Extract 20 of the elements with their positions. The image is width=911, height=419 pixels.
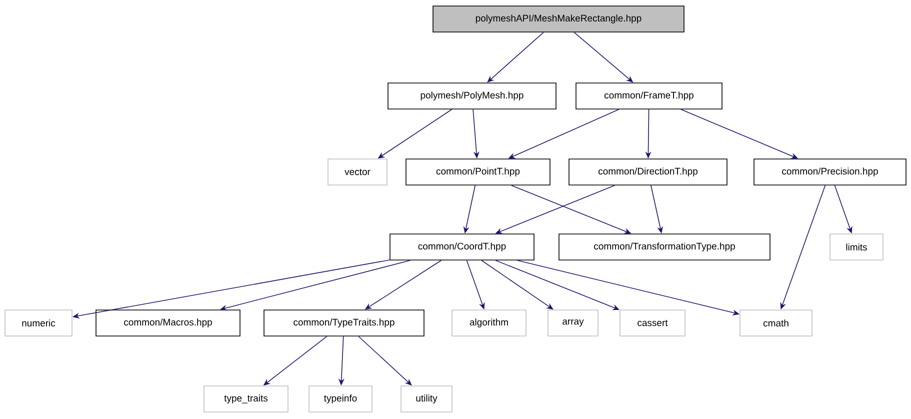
header-box: numeric [4, 310, 72, 336]
file-box: common/FrameT.hpp [576, 82, 722, 110]
header-box: cassert [620, 310, 686, 336]
file-box: common/DirectionT.hpp [568, 158, 728, 186]
header-box: vector [328, 158, 388, 186]
header-box: algorithm [452, 310, 526, 336]
file-box: polymesh/PolyMesh.hpp [388, 82, 556, 110]
file-box: polymeshAPI/MeshMakeRectangle.hpp [432, 6, 684, 32]
file-box: common/TypeTraits.hpp [264, 310, 424, 336]
header-box: typeinfo [308, 386, 372, 412]
header-box: array [548, 310, 598, 336]
file-box: common/PointT.hpp [406, 158, 550, 186]
header-box: type_traits [204, 386, 288, 412]
header-box: cmath [740, 310, 812, 336]
file-box: common/CoordT.hpp [390, 234, 534, 260]
file-box: common/Precision.hpp [754, 158, 906, 186]
header-box: utility [400, 386, 452, 412]
header-box: limits [830, 234, 884, 260]
file-box: common/TransformationType.hpp [558, 234, 770, 260]
file-box: common/Macros.hpp [96, 310, 240, 336]
